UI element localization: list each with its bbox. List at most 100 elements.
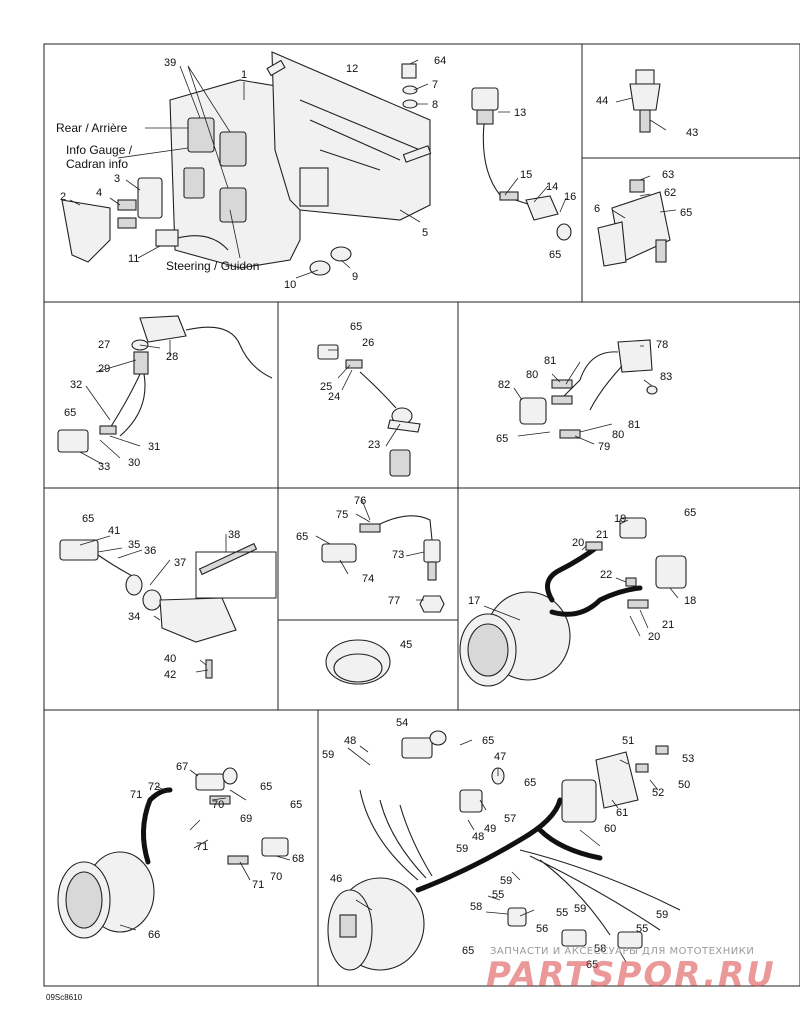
callout-51: 51: [622, 735, 634, 747]
callout-81b: 81: [628, 419, 640, 431]
callout-49: 49: [484, 823, 496, 835]
callout-65d: 65: [350, 321, 362, 333]
callout-10: 10: [284, 279, 296, 291]
callout-64: 64: [434, 55, 446, 67]
module-78-group: [519, 339, 658, 439]
callout-79: 79: [598, 441, 610, 453]
callout-47: 47: [494, 751, 506, 763]
callout-31: 31: [148, 441, 160, 453]
callout-30: 30: [128, 457, 140, 469]
ring-45-group: [325, 639, 391, 685]
callout-11: 11: [128, 253, 139, 265]
callout-4: 4: [96, 187, 102, 199]
callout-6: 6: [594, 203, 600, 215]
gauge-66-group: [57, 767, 289, 939]
callout-41: 41: [108, 525, 120, 537]
callout-59c: 59: [500, 875, 512, 887]
callout-34: 34: [128, 611, 140, 623]
callout-80: 80: [526, 369, 538, 381]
callout-57: 57: [504, 813, 516, 825]
callout-50: 50: [678, 779, 690, 791]
callout-52: 52: [652, 787, 664, 799]
callout-12: 12: [346, 63, 358, 75]
callout-72: 72: [148, 781, 160, 793]
callout-68: 68: [292, 853, 304, 865]
console-panel-group: [61, 51, 432, 276]
callout-65m: 65: [462, 945, 474, 957]
steering-label: Steering / Guidon: [166, 259, 259, 273]
callout-65k: 65: [482, 735, 494, 747]
callout-48b: 48: [472, 831, 484, 843]
callout-65l: 65: [524, 777, 536, 789]
callout-43: 43: [686, 127, 698, 139]
callout-13: 13: [514, 107, 526, 119]
callout-28: 28: [166, 351, 178, 363]
callout-65c: 65: [64, 407, 76, 419]
callout-59e: 59: [656, 909, 668, 921]
callout-21: 21: [596, 529, 608, 541]
callout-27: 27: [98, 339, 110, 351]
callout-75: 75: [336, 509, 348, 521]
callout-14: 14: [546, 181, 558, 193]
callout-21b: 21: [662, 619, 674, 631]
callout-65b: 65: [680, 207, 692, 219]
callout-74: 74: [362, 573, 374, 585]
callout-69: 69: [240, 813, 252, 825]
callout-39: 39: [164, 57, 176, 69]
gauge-17-group: [459, 517, 687, 687]
callout-65n: 65: [586, 959, 598, 971]
callout-55c: 55: [636, 923, 648, 935]
callout-65i: 65: [260, 781, 272, 793]
callout-46: 46: [330, 873, 342, 885]
callout-62: 62: [664, 187, 676, 199]
sensor-23-group: [317, 344, 421, 477]
callout-48: 48: [344, 735, 356, 747]
callout-25: 25: [320, 381, 332, 393]
callout-36: 36: [144, 545, 156, 557]
callout-37: 37: [174, 557, 186, 569]
callout-58: 58: [470, 901, 482, 913]
callout-65g: 65: [296, 531, 308, 543]
callout-70b: 70: [270, 871, 282, 883]
callout-67: 67: [176, 761, 188, 773]
callout-60: 60: [604, 823, 616, 835]
sender-27-group: [57, 315, 273, 453]
callout-29: 29: [98, 363, 110, 375]
callout-81: 81: [544, 355, 556, 367]
callout-54: 54: [396, 717, 408, 729]
callout-63: 63: [662, 169, 674, 181]
callout-3: 3: [114, 173, 120, 185]
callout-20: 20: [572, 537, 584, 549]
watermark: ЗАПЧАСТИ И АКСЕССУАРЫ ДЛЯ МОТОТЕХНИКИ PA…: [486, 946, 776, 995]
callout-44: 44: [596, 95, 608, 107]
callout-73: 73: [392, 549, 404, 561]
sensor-73-group: [321, 515, 445, 613]
callout-77: 77: [388, 595, 400, 607]
callout-38: 38: [228, 529, 240, 541]
callout-80b: 80: [612, 429, 624, 441]
callout-15: 15: [520, 169, 532, 181]
callout-70: 70: [212, 799, 224, 811]
watermark-line1: ЗАПЧАСТИ И АКСЕССУАРЫ ДЛЯ МОТОТЕХНИКИ: [490, 946, 754, 957]
diagram-code: 09Sc8610: [46, 993, 83, 1002]
watermark-logo: PARTSPOR.RU: [486, 955, 776, 995]
callout-76: 76: [354, 495, 366, 507]
callout-45: 45: [400, 639, 412, 651]
callout-26: 26: [362, 337, 374, 349]
callout-56: 56: [536, 923, 548, 935]
callout-7: 7: [432, 79, 438, 91]
sender-44-group: [629, 69, 661, 133]
callout-17: 17: [468, 595, 480, 607]
callout-9: 9: [352, 271, 358, 283]
callout-8: 8: [432, 99, 438, 111]
callout-59b: 59: [456, 843, 468, 855]
callout-55b: 55: [556, 907, 568, 919]
callout-65f: 65: [82, 513, 94, 525]
callout-66: 66: [148, 929, 160, 941]
callout-1: 1: [241, 69, 247, 81]
callout-55: 55: [492, 889, 504, 901]
callout-40: 40: [164, 653, 176, 665]
callout-16: 16: [564, 191, 576, 203]
callout-20b: 20: [648, 631, 660, 643]
